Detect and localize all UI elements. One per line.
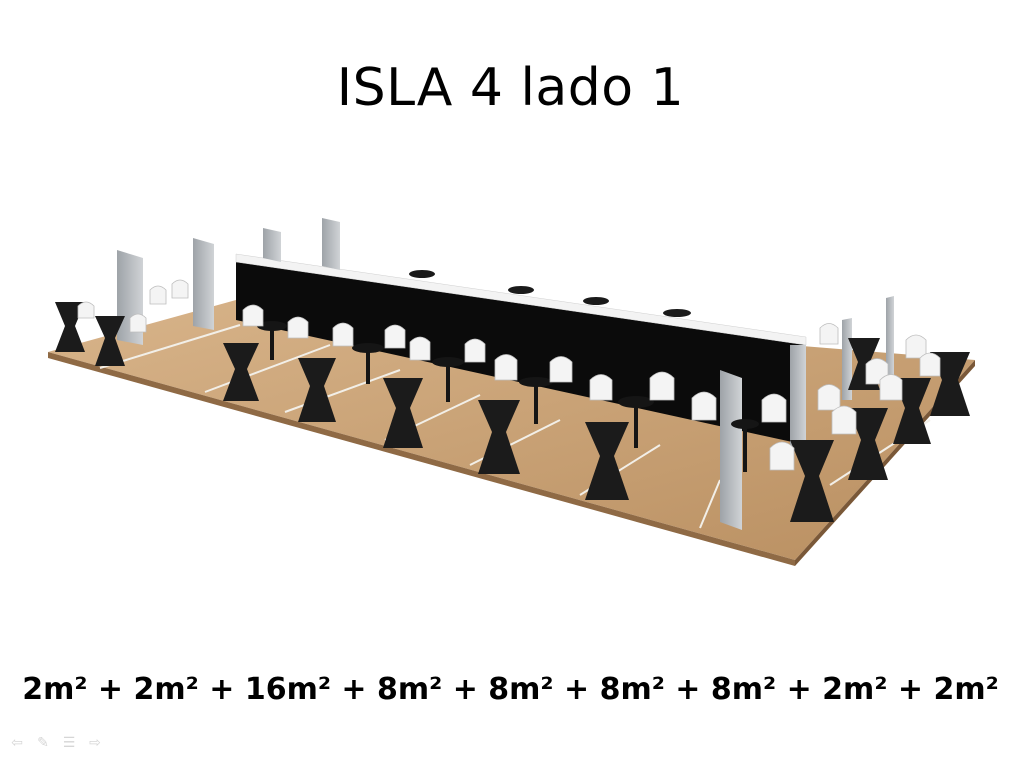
area-formula: 2m² + 2m² + 16m² + 8m² + 8m² + 8m² + 8m²… bbox=[22, 672, 999, 707]
slide-title: ISLA 4 lado 1 bbox=[336, 58, 685, 118]
back-tables bbox=[409, 270, 691, 317]
menu-icon[interactable]: ☰ bbox=[62, 735, 76, 751]
next-arrow-icon[interactable]: ⇨ bbox=[89, 735, 101, 751]
slide-navigation: ⇦ ✎ ☰ ⇨ bbox=[8, 736, 104, 750]
white-chairs bbox=[77, 279, 941, 471]
cocktail-tables bbox=[55, 302, 970, 522]
display-panels bbox=[117, 218, 894, 530]
floor-edge bbox=[48, 352, 795, 566]
prev-arrow-icon[interactable]: ⇦ bbox=[11, 735, 23, 751]
round-tables bbox=[257, 321, 759, 472]
pen-icon[interactable]: ✎ bbox=[37, 735, 49, 751]
